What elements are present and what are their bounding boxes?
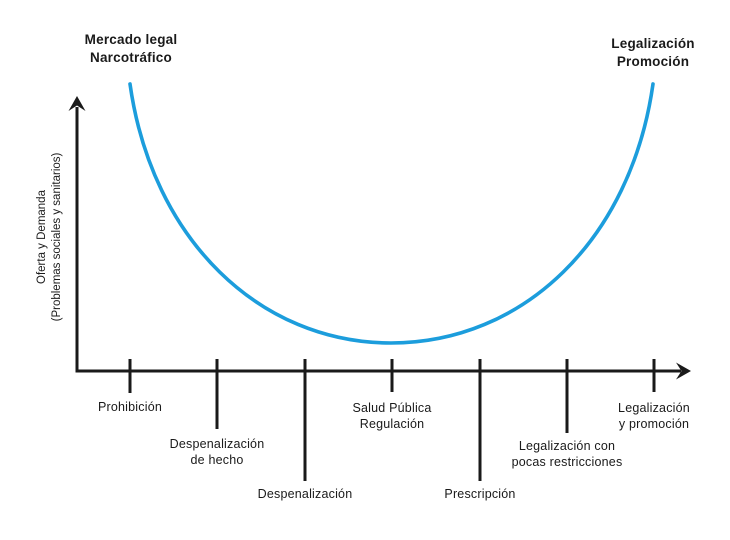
x-tick-label-legalizacion-y-promocion: Legalización y promoción [618, 401, 690, 431]
x-tick-label-despenalizacion: Despenalización [257, 487, 353, 501]
x-tick-label-prescripcion: Prescripción [444, 487, 516, 501]
x-tick-label-despenalizacion-de-hecho: Despenalización de hecho [169, 437, 265, 467]
x-tick-label-prohibicion: Prohibición [97, 400, 163, 414]
u-curve-line [128, 82, 655, 345]
y-axis-arrowhead [68, 96, 86, 111]
x-axis-arrowhead [676, 362, 691, 380]
x-tick-label-salud-publica-regulacion: Salud Pública Regulación [352, 401, 432, 431]
y-axis-label: Oferta y Demanda (Problemas sociales y s… [36, 152, 63, 322]
x-tick-label-legalizacion-pocas-restricciones: Legalización con pocas restricciones [511, 439, 623, 469]
top-left-title: Mercado legal Narcotráfico [84, 32, 178, 65]
top-right-title: Legalización Promoción [611, 36, 695, 69]
